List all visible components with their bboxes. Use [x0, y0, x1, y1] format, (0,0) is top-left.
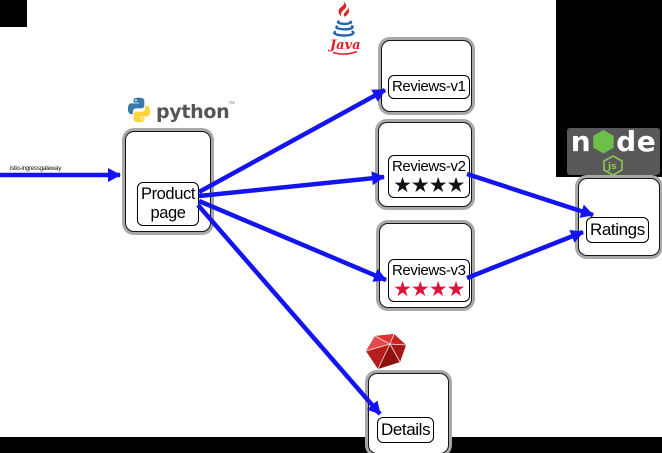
- productpage-label-line2: page: [150, 203, 186, 222]
- ratings-node[interactable]: Ratings: [578, 178, 660, 256]
- nodejs-hexagon-icon: ⬢: [591, 125, 617, 158]
- background-patch-top-left: [0, 0, 27, 27]
- details-label[interactable]: Details: [377, 417, 435, 443]
- reviews-v2-stars: ★★★★: [393, 173, 465, 197]
- python-icon: [127, 97, 151, 123]
- edge-productpage-details: [196, 203, 382, 416]
- edge-reviews-v3-ratings: [466, 229, 584, 281]
- background-patch-bottom: [0, 437, 662, 453]
- ratings-label[interactable]: Ratings: [586, 217, 649, 243]
- svg-text:Java: Java: [327, 38, 361, 53]
- reviews-v1-label-text: Reviews-v1: [392, 78, 466, 95]
- reviews-v3-stars: ★★★★: [393, 277, 465, 301]
- ruby-icon: [366, 334, 407, 370]
- edge-productpage-reviews-v3: [198, 198, 387, 283]
- reviews-v3-node[interactable]: Reviews-v3 ★★★★: [379, 223, 472, 308]
- details-label-text: Details: [381, 420, 431, 439]
- java-icon: Java: [327, 1, 361, 55]
- python-trademark: ™: [228, 101, 235, 108]
- reviews-v3-label-text: Reviews-v3: [392, 262, 466, 279]
- reviews-v2-label-text: Reviews-v2: [392, 158, 466, 175]
- nodejs-js-badge: js: [603, 155, 623, 175]
- ingress-gateway-label: istio-ingressgateway: [10, 165, 62, 172]
- nodejs-wordmark: n⬢de: [570, 125, 657, 158]
- productpage-label-line1: Product: [140, 185, 196, 203]
- productpage-label[interactable]: Product page: [136, 182, 200, 226]
- python-wordmark: python: [156, 101, 230, 123]
- reviews-v2-label[interactable]: Reviews-v2 ★★★★: [388, 155, 470, 199]
- reviews-v1-node[interactable]: Reviews-v1: [381, 40, 472, 112]
- reviews-v3-label[interactable]: Reviews-v3 ★★★★: [388, 259, 470, 303]
- ratings-label-text: Ratings: [590, 220, 645, 239]
- nodejs-logo: n⬢de js: [567, 128, 660, 175]
- productpage-node[interactable]: Product page: [125, 131, 211, 232]
- svg-text:js: js: [607, 162, 616, 172]
- reviews-v2-node[interactable]: Reviews-v2 ★★★★: [378, 122, 472, 207]
- edge-reviews-v2-ratings: [466, 171, 594, 218]
- edge-productpage-reviews-v2: [198, 171, 385, 199]
- reviews-v1-label[interactable]: Reviews-v1: [388, 75, 470, 99]
- details-node[interactable]: Details: [368, 373, 449, 453]
